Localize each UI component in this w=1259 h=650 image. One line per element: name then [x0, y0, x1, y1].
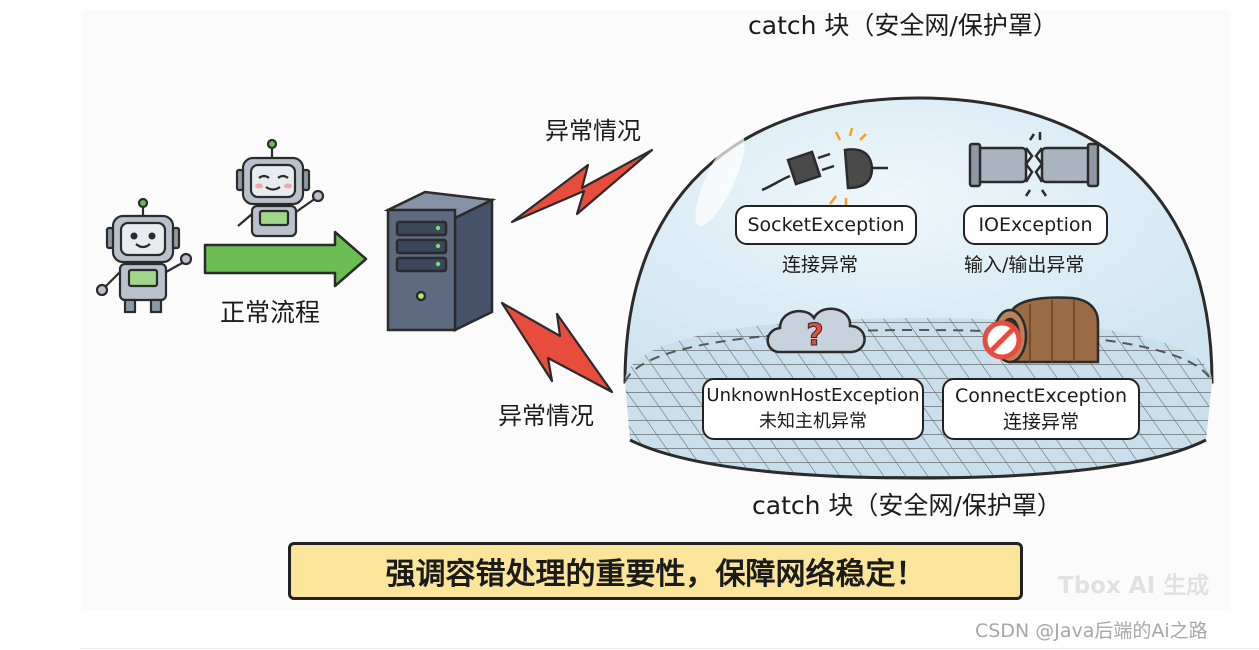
lightning-bottom-icon [500, 301, 614, 394]
abnormal-label-bottom: 异常情况 [498, 402, 594, 430]
question-cloud-icon: ? [766, 307, 866, 354]
unknown-host-exception-label: UnknownHostException [706, 385, 920, 406]
unplugged-plug-icon [761, 127, 888, 206]
catch-block-title-bottom: catch 块（安全网/保护罩） [752, 491, 1062, 520]
lightning-top-icon [510, 148, 654, 224]
dome-highlight [695, 134, 745, 226]
unknown-host-exception-card: UnknownHostException 未知主机异常 [702, 378, 924, 440]
socket-exception-desc: 连接异常 [782, 254, 859, 276]
io-exception-desc: 输入/输出异常 [964, 254, 1085, 276]
robot-left-icon [95, 197, 193, 314]
csdn-watermark: CSDN @Java后端的Ai之路 [975, 620, 1208, 642]
connect-exception-card: ConnectException 连接异常 [942, 378, 1140, 440]
emphasis-banner: 强调容错处理的重要性，保障网络稳定！ [288, 542, 1023, 600]
io-exception-label: IOException [963, 205, 1108, 245]
broken-pipe-icon [968, 132, 1100, 197]
normal-flow-label: 正常流程 [220, 298, 321, 327]
blocked-tunnel-icon [982, 296, 1100, 364]
tbox-watermark: Tbox AI 生成 [1058, 573, 1210, 599]
abnormal-label-top: 异常情况 [545, 117, 641, 145]
normal-flow-arrow [203, 230, 368, 288]
socket-exception-label: SocketException [735, 205, 917, 245]
robot-right-icon [235, 138, 325, 238]
server-icon [383, 190, 497, 332]
unknown-host-exception-desc: 未知主机异常 [759, 411, 867, 432]
connect-exception-label: ConnectException [954, 385, 1128, 407]
question-mark: ? [806, 318, 823, 353]
catch-block-title-top: catch 块（安全网/保护罩） [748, 11, 1058, 40]
connect-exception-desc: 连接异常 [1002, 411, 1079, 433]
bottom-divider [80, 648, 1259, 649]
